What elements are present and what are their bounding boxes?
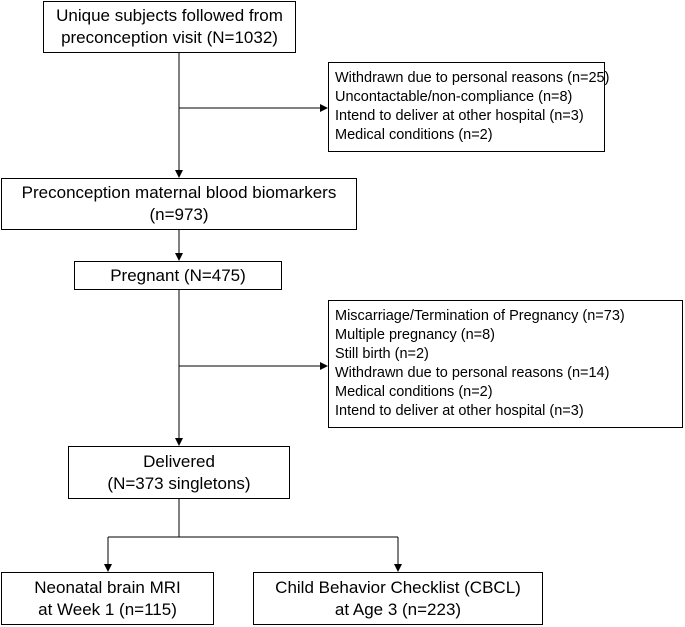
delivered-box: Delivered (N=373 singletons) bbox=[68, 446, 290, 499]
mri-line-1: Neonatal brain MRI bbox=[34, 577, 181, 597]
exclusion2-item: Multiple pregnancy (n=8) bbox=[335, 327, 495, 343]
biomarkers-line-2: (n=973) bbox=[149, 205, 209, 224]
exclusion1-item: Withdrawn due to personal reasons (n=25) bbox=[335, 70, 610, 86]
exclusion-box-2: Miscarriage/Termination of Pregnancy (n=… bbox=[328, 300, 683, 428]
pregnant-line-1: Pregnant (N=475) bbox=[110, 265, 246, 285]
cbcl-line-1: Child Behavior Checklist (CBCL) bbox=[275, 577, 521, 597]
start-box: Unique subjects followed from preconcept… bbox=[43, 1, 296, 53]
mri-box: Neonatal brain MRI at Week 1 (n=115) bbox=[1, 572, 214, 625]
biomarkers-box: Preconception maternal blood biomarkers … bbox=[1, 178, 357, 230]
pregnant-box: Pregnant (N=475) bbox=[74, 261, 282, 290]
exclusion2-item: Still birth (n=2) bbox=[335, 346, 429, 362]
exclusion1-item: Uncontactable/non-compliance (n=8) bbox=[335, 89, 573, 105]
exclusion1-item: Intend to deliver at other hospital (n=3… bbox=[335, 108, 584, 124]
delivered-line-1: Delivered bbox=[143, 451, 215, 471]
exclusion2-item: Medical conditions (n=2) bbox=[335, 384, 493, 400]
mri-line-2: at Week 1 (n=115) bbox=[38, 599, 177, 619]
cbcl-box: Child Behavior Checklist (CBCL) at Age 3… bbox=[253, 572, 543, 625]
exclusion1-item: Medical conditions (n=2) bbox=[335, 127, 493, 143]
exclusion-box-1: Withdrawn due to personal reasons (n=25)… bbox=[328, 62, 609, 152]
exclusion2-item: Miscarriage/Termination of Pregnancy (n=… bbox=[335, 308, 625, 324]
start-line-1: Unique subjects followed from bbox=[56, 6, 283, 25]
delivered-line-2: (N=373 singletons) bbox=[107, 473, 251, 493]
biomarkers-line-1: Preconception maternal blood biomarkers bbox=[21, 183, 337, 202]
cbcl-line-2: at Age 3 (n=223) bbox=[334, 599, 462, 619]
exclusion2-item: Withdrawn due to personal reasons (n=14) bbox=[335, 365, 610, 381]
exclusion2-item: Intend to deliver at other hospital (n=3… bbox=[335, 403, 584, 419]
start-line-2: preconception visit (N=1032) bbox=[61, 28, 278, 47]
